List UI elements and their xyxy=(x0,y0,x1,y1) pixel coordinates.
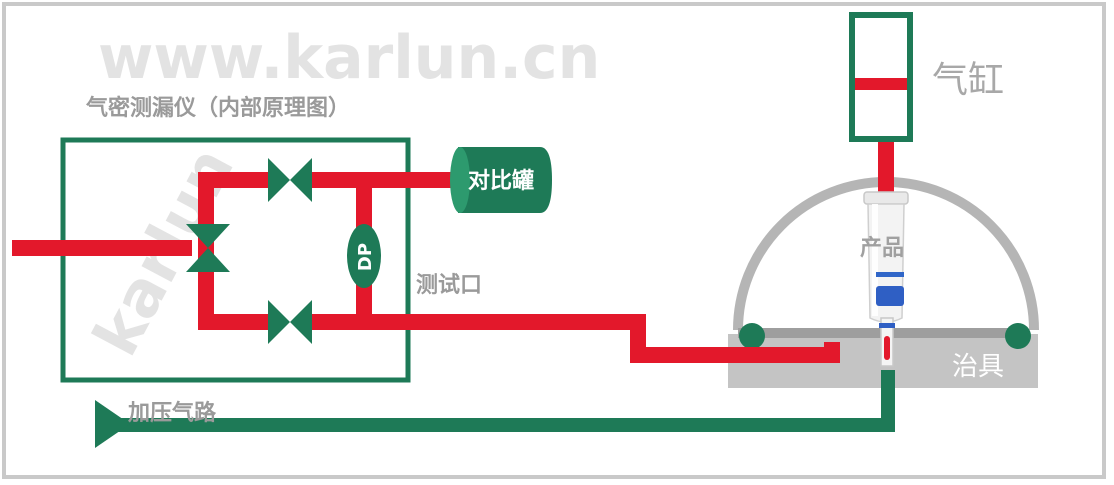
reference-tank-cap xyxy=(450,147,470,213)
cylinder-piston xyxy=(855,78,907,90)
fixture-seal-right xyxy=(1005,323,1031,349)
cylinder-label: 气缸 xyxy=(932,60,1004,101)
reference-tank-label: 对比罐 xyxy=(468,168,534,194)
pressure-line-label: 加压气路 xyxy=(127,400,217,426)
dp-sensor xyxy=(347,224,381,288)
fixture-label: 治具 xyxy=(952,352,1004,382)
product-cap xyxy=(863,191,909,205)
product-highlight xyxy=(872,204,878,316)
product xyxy=(863,191,909,367)
valve-inlet xyxy=(186,224,230,272)
product-nozzle-ring xyxy=(879,323,895,328)
dp-sensor-label: DP xyxy=(355,243,376,271)
instrument-box xyxy=(60,137,411,383)
product-window xyxy=(876,286,904,306)
test-port-label: 测试口 xyxy=(416,273,482,298)
watermark-top: www.karlun.cn xyxy=(98,23,600,93)
pressure-line xyxy=(108,370,895,432)
reference-tank xyxy=(458,147,552,213)
valve-lower xyxy=(268,300,312,344)
product-nozzle-core xyxy=(884,336,890,360)
valve-upper xyxy=(268,158,312,202)
instrument-title: 气密测漏仪（内部原理图） xyxy=(85,95,350,121)
product-label: 产品 xyxy=(860,236,904,261)
outer-frame xyxy=(2,2,1106,479)
fixture-seal-left xyxy=(739,323,765,349)
test-air-pipes xyxy=(12,140,894,363)
lower-left-pipe xyxy=(198,248,280,330)
test-port-pipe xyxy=(300,314,840,363)
cylinder-body xyxy=(849,12,913,142)
pressure-line-arrow xyxy=(95,400,130,448)
product-band xyxy=(876,272,904,277)
